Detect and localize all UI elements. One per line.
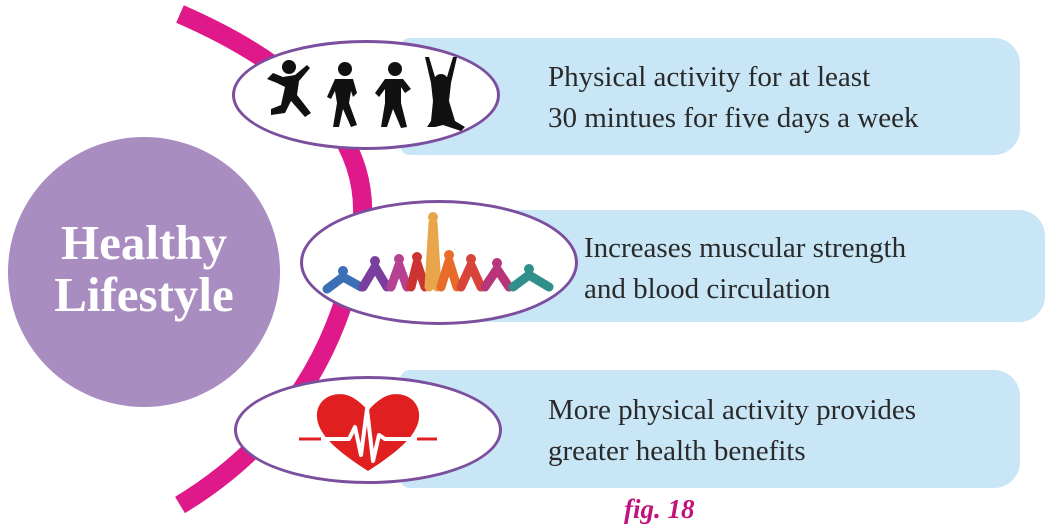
hub-title-line1: Healthy <box>60 215 228 270</box>
benefit-text-1-line1: Physical activity for at least <box>548 61 871 93</box>
benefit-text-3: More physical activity provides greater … <box>548 390 916 472</box>
figure-caption: fig. 18 <box>624 494 695 524</box>
benefit-text-1: Physical activity for at least 30 mintue… <box>548 57 918 139</box>
hub-title-line2: Lifestyle <box>54 267 234 322</box>
benefit-text-2-line1: Increases muscular strength <box>584 232 907 264</box>
ellipse-1 <box>232 40 500 150</box>
benefit-text-2-line2: and blood circulation <box>584 273 831 305</box>
benefit-panel-3 <box>400 370 1020 488</box>
heartbeat-icon <box>299 394 437 471</box>
yoga-poses-icon <box>322 212 554 294</box>
benefit-text-1-line2: 30 mintues for five days a week <box>548 102 919 134</box>
ellipse-3 <box>234 376 502 484</box>
benefit-text-3-line1: More physical activity provides <box>548 394 917 426</box>
ellipse-2 <box>300 200 578 325</box>
benefit-panel-1 <box>400 38 1020 155</box>
benefit-text-3-line2: greater health benefits <box>548 435 806 467</box>
exercising-people-icon <box>267 57 465 131</box>
healthy-lifestyle-hub: Healthy Lifestyle <box>8 137 280 407</box>
benefit-text-2: Increases muscular strength and blood ci… <box>584 228 906 310</box>
